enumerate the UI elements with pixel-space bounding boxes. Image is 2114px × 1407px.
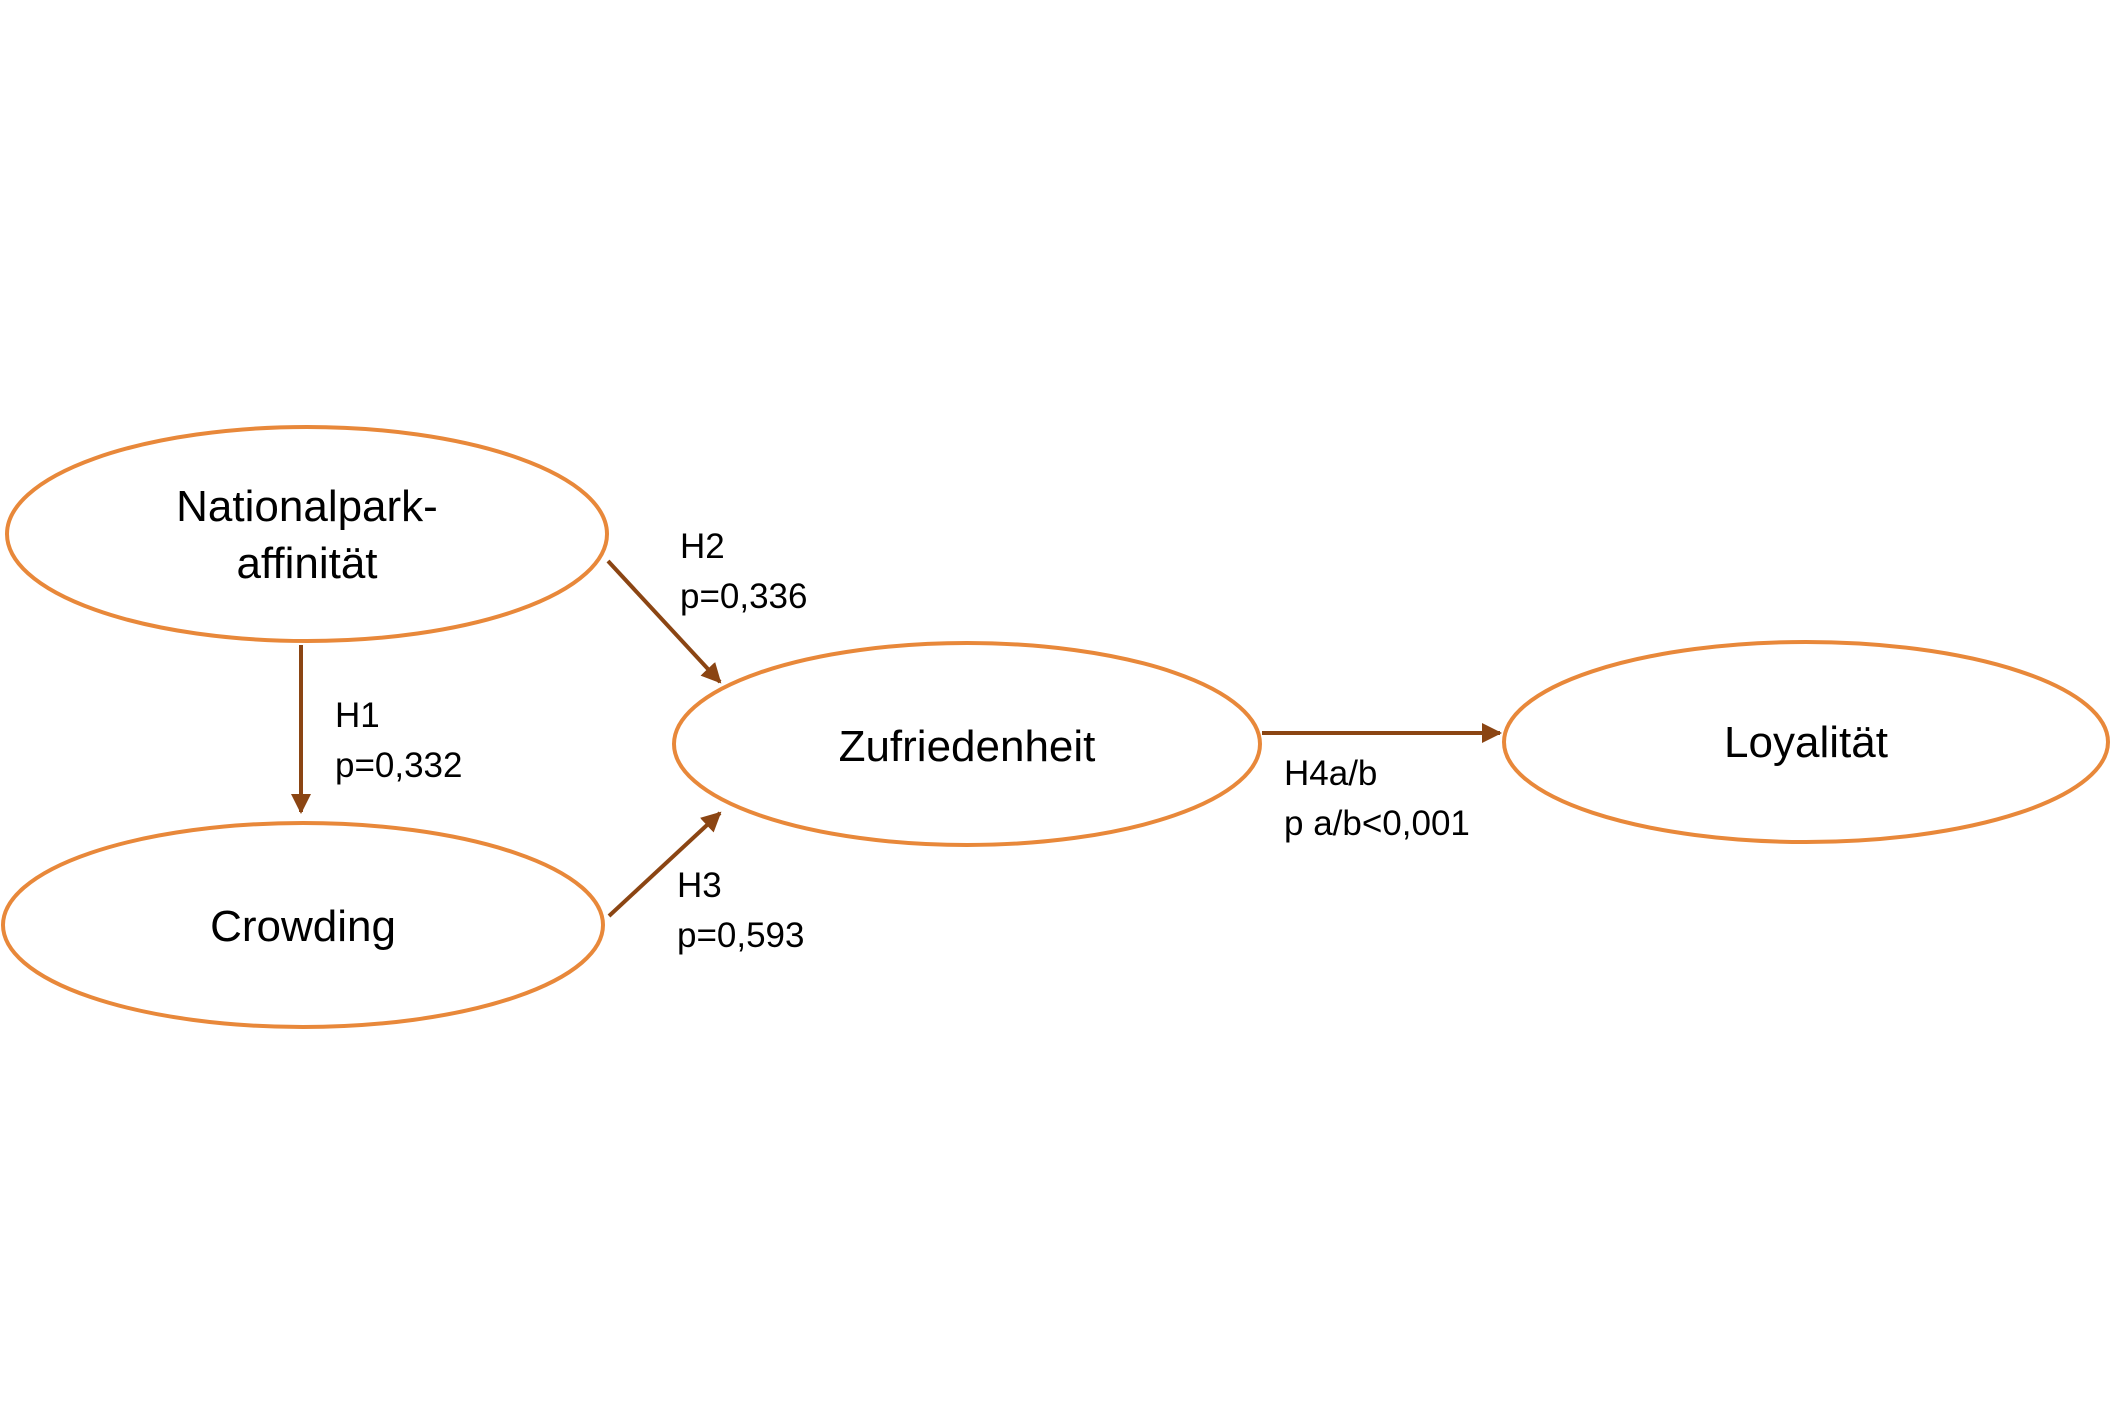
arrow-h2: [606, 559, 722, 684]
h2-hypothesis-label: H2: [680, 527, 725, 566]
edge-h2: H2 p=0,336: [606, 527, 808, 684]
node-crowding-ellipse: [1, 821, 605, 1029]
node-crowding: Crowding: [1, 821, 605, 1029]
h2-p-value-label: p=0,336: [680, 577, 808, 616]
h3-p-value-label: p=0,593: [677, 916, 805, 955]
h4-p-value-label: p a/b<0,001: [1284, 804, 1470, 843]
h1-hypothesis-label: H1: [335, 696, 380, 735]
node-zufriedenheit-label: Zufriedenheit: [839, 722, 1096, 771]
arrow-h3: [607, 811, 722, 918]
node-zufriedenheit: Zufriedenheit: [672, 641, 1262, 847]
node-loyalitaet-label: Loyalität: [1724, 718, 1888, 767]
node-zufriedenheit-ellipse: [672, 641, 1262, 847]
node-nationalparkaffinitaet: Nationalpark- affinität: [5, 425, 609, 643]
h1-p-value-label: p=0,332: [335, 746, 463, 785]
edge-h4: H4a/b p a/b<0,001: [1262, 723, 1502, 843]
node-nationalparkaffinitaet-line2: affinität: [236, 539, 377, 588]
node-loyalitaet-ellipse: [1502, 640, 2110, 844]
node-crowding-label: Crowding: [210, 902, 396, 951]
node-nationalparkaffinitaet-ellipse: [5, 425, 609, 643]
h4-hypothesis-label: H4a/b: [1284, 754, 1377, 793]
edge-h3: H3 p=0,593: [607, 811, 805, 955]
node-loyalitaet: Loyalität: [1502, 640, 2110, 844]
node-nationalparkaffinitaet-line1: Nationalpark-: [176, 482, 438, 531]
edge-h1: H1 p=0,332: [291, 645, 463, 814]
h3-hypothesis-label: H3: [677, 866, 722, 905]
